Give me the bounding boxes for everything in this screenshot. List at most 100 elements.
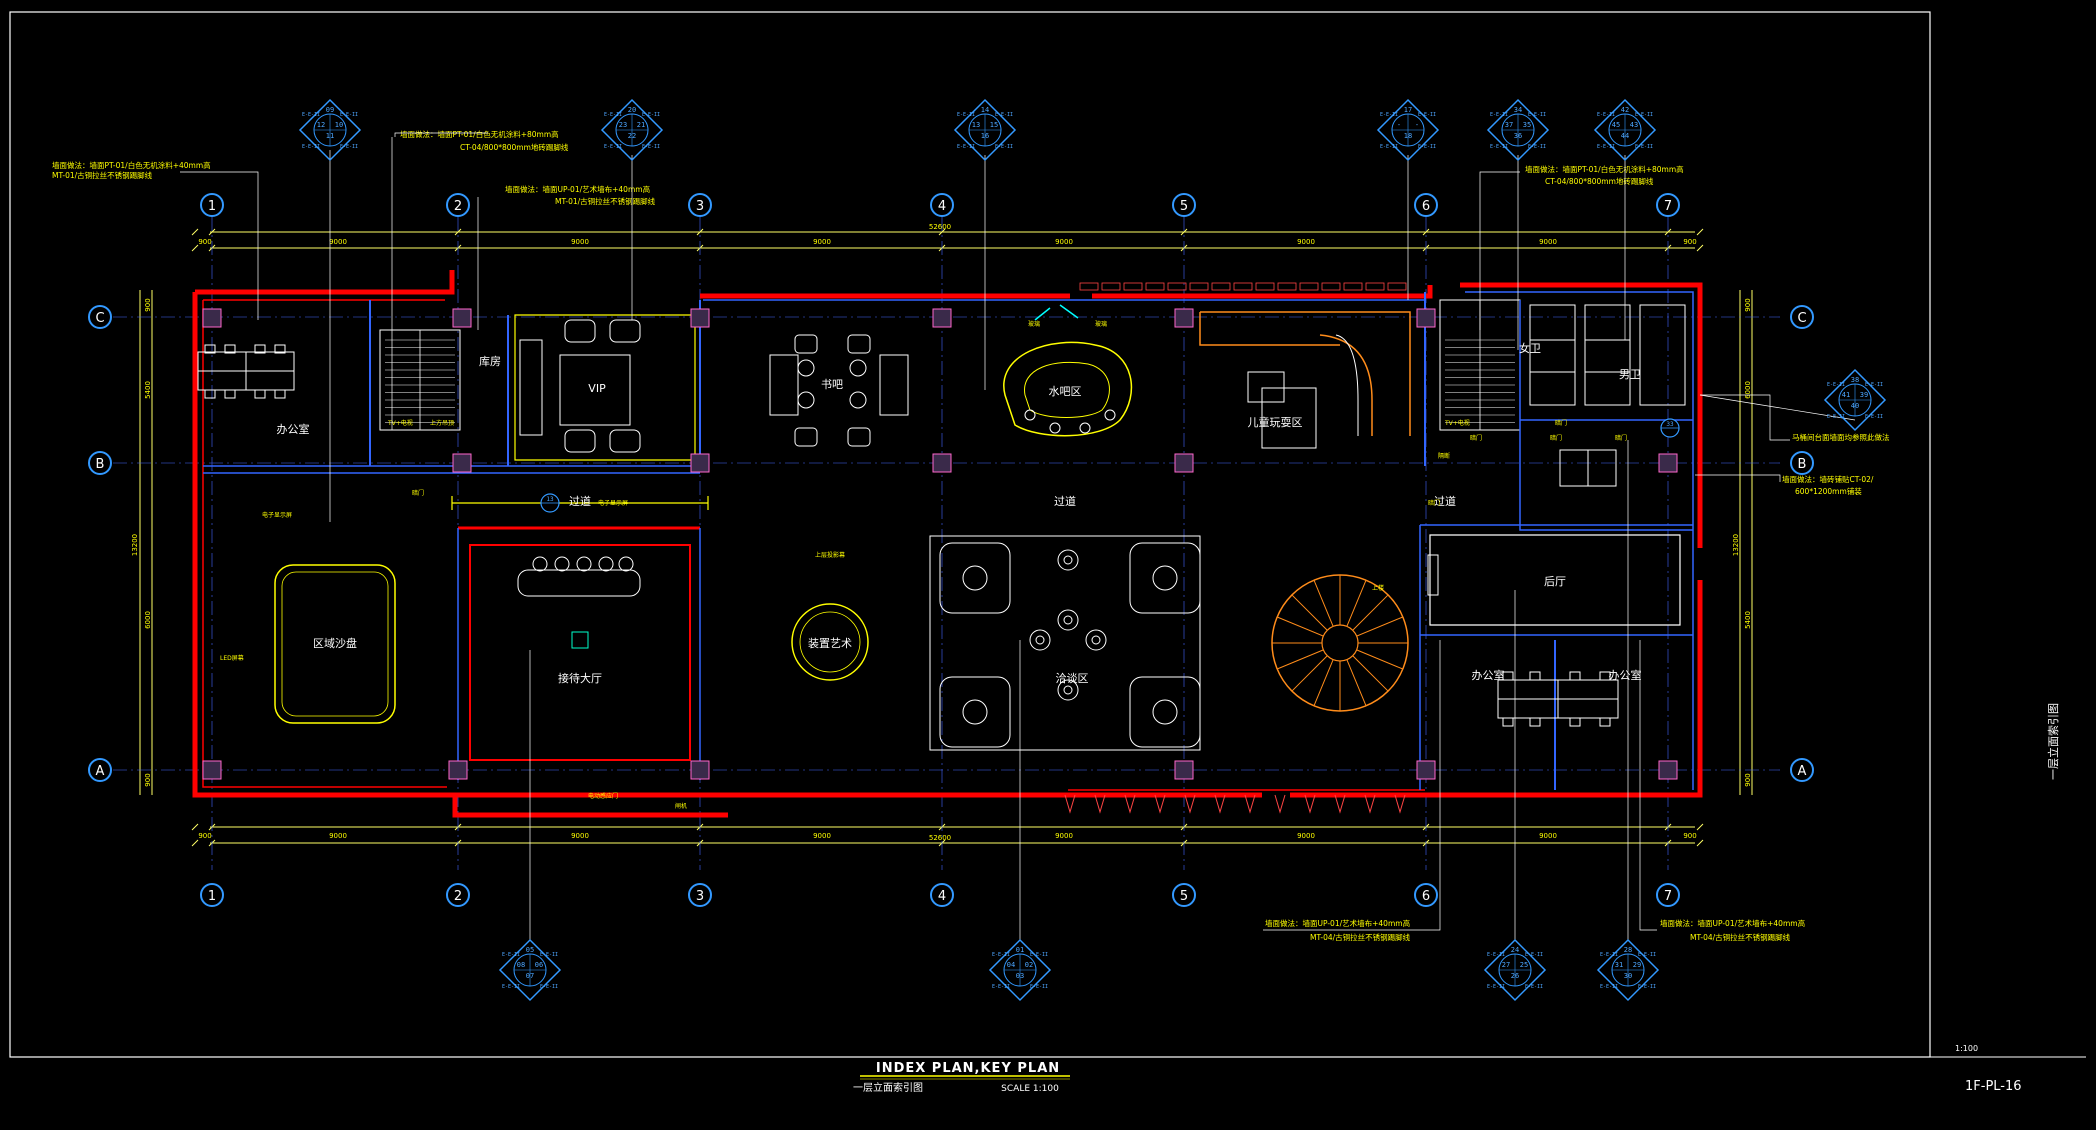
room-corridor-3: 过道 [1434,494,1456,508]
svg-text:15: 15 [990,121,998,129]
dim-seg-b6: 9000 [1539,832,1557,840]
svg-text:E-E-II: E-E-II [1528,112,1546,118]
note-4-line-2: CT-04/800*800mm地砖踢脚线 [1545,176,1654,186]
svg-text:28: 28 [1624,946,1632,954]
svg-text:E-E-II: E-E-II [1030,984,1048,990]
dim-right-3: 900 [1744,773,1752,786]
svg-text:E-E-II: E-E-II [340,144,358,150]
svg-text:E-E-II: E-E-II [1638,952,1656,958]
room-office-1: 办公室 [277,422,310,436]
svg-text:E-E-II: E-E-II [642,144,660,150]
svg-text:E-E-II: E-E-II [1528,144,1546,150]
svg-text:2: 2 [454,889,462,904]
dim-seg-b5: 9000 [1297,832,1315,840]
dim-seg-b7: 900 [1683,832,1696,840]
tag-hidden-door-4: 暗门 [1615,434,1627,442]
drawing-scale-small: 1:100 [1955,1044,1978,1053]
svg-text:E-E-II: E-E-II [995,144,1013,150]
note-8-line-1: 墙面做法：墙面UP-01/艺术墙布+40mm高 [1660,918,1806,928]
tag-glass-2: 玻璃 [1095,320,1107,328]
water-bar-counter [1003,304,1133,437]
svg-text:4: 4 [938,199,946,214]
dim-right-0: 900 [1744,298,1752,311]
svg-text:7: 7 [1664,199,1672,214]
leader-lines [180,132,1856,940]
note-2-line-2: CT-04/800*800mm地砖踢脚线 [460,142,569,152]
svg-text:41: 41 [1842,391,1850,399]
svg-text:E-E-II: E-E-II [1600,984,1618,990]
svg-text:E-E-II: E-E-II [302,144,320,150]
axis-bubble-row-A-right: A [1790,758,1814,782]
dim-seg-b0: 900 [198,832,211,840]
svg-text:E-E-II: E-E-II [642,112,660,118]
column-7 [690,453,710,473]
axis-bubble-col-4-top: 4 [930,193,954,217]
dim-seg-b3: 9000 [813,832,831,840]
svg-text:E-E-II: E-E-II [1380,112,1398,118]
tag-auto-door: 电动感应门 [588,792,618,800]
room-women-wc: 女卫 [1519,341,1541,355]
column-14 [1174,760,1194,780]
tag-projector: 上层投影幕 [815,551,845,559]
svg-text:E-E-II: E-E-II [1030,952,1048,958]
dim-left-1: 5400 [144,381,152,399]
svg-text:E-E-II: E-E-II [1865,382,1883,388]
svg-text:37: 37 [1505,121,1513,129]
svg-text:29: 29 [1633,961,1641,969]
room-office-3: 办公室 [1609,668,1642,682]
small-index-marker-33: 33 [1660,418,1680,438]
svg-text:05: 05 [526,946,534,954]
column-12 [448,760,468,780]
room-art: 装置艺术 [808,637,852,650]
svg-text:39: 39 [1860,391,1868,399]
room-sand-table: 区域沙盘 [313,636,357,650]
small-tags: 电子显示屏 电子显示屏 LED屏幕 上层投影幕 电动感应门 闸机 暗门 暗门 暗… [220,320,1627,810]
tag-glass-1: 玻璃 [1028,320,1040,328]
axis-bubble-col-5-top: 5 [1172,193,1196,217]
svg-text:E-E-II: E-E-II [1487,984,1505,990]
svg-text:E-E-II: E-E-II [1380,144,1398,150]
svg-text:20: 20 [628,106,636,114]
axis-bubble-col-6-top: 6 [1414,193,1438,217]
tag-hidden-door-2: 暗门 [1428,499,1440,507]
note-3-line-1: 墙面做法：墙面UP-01/艺术墙布+40mm高 [505,184,651,194]
svg-text:7: 7 [1664,889,1672,904]
column-0 [452,308,472,328]
dim-seg-6: 9000 [1539,238,1557,246]
note-1-line-1: 墙面做法：墙面PT-01/白色无机涂料+40mm高 [52,160,211,170]
talk-area-furniture [929,535,1201,751]
svg-text:22: 22 [628,132,636,140]
svg-text:E-E-II: E-E-II [1525,952,1543,958]
dim-seg-4: 9000 [1055,238,1073,246]
svg-text:E-E-II: E-E-II [540,952,558,958]
top-overall-dim: 52600 [929,223,951,231]
note-2-line-1: 墙面做法：墙面PT-01/白色无机涂料+80mm高 [400,129,559,139]
dim-seg-3: 9000 [813,238,831,246]
room-corridor-2: 过道 [1054,494,1076,508]
tag-screen-2: 电子显示屏 [598,499,628,507]
kids-play-area [1247,371,1317,449]
svg-text:E-E-II: E-E-II [1487,952,1505,958]
dim-left-overall: 13200 [131,534,139,556]
dim-seg-7: 900 [1683,238,1696,246]
svg-text:E-E-II: E-E-II [957,144,975,150]
svg-text:C: C [95,311,104,326]
tag-ceiling: 上方吊顶 [430,419,454,427]
svg-text:23: 23 [619,121,627,129]
axis-bubble-row-B-left: B [88,451,112,475]
svg-text:E-E-II: E-E-II [995,112,1013,118]
svg-text:13: 13 [972,121,980,129]
dim-seg-b1: 9000 [329,832,347,840]
svg-text:B: B [96,457,105,472]
column-5 [202,308,222,328]
column-9 [1174,453,1194,473]
svg-text:16: 16 [981,132,989,140]
svg-text:35: 35 [1523,121,1531,129]
room-talk: 洽谈区 [1056,672,1089,685]
column-2 [932,308,952,328]
